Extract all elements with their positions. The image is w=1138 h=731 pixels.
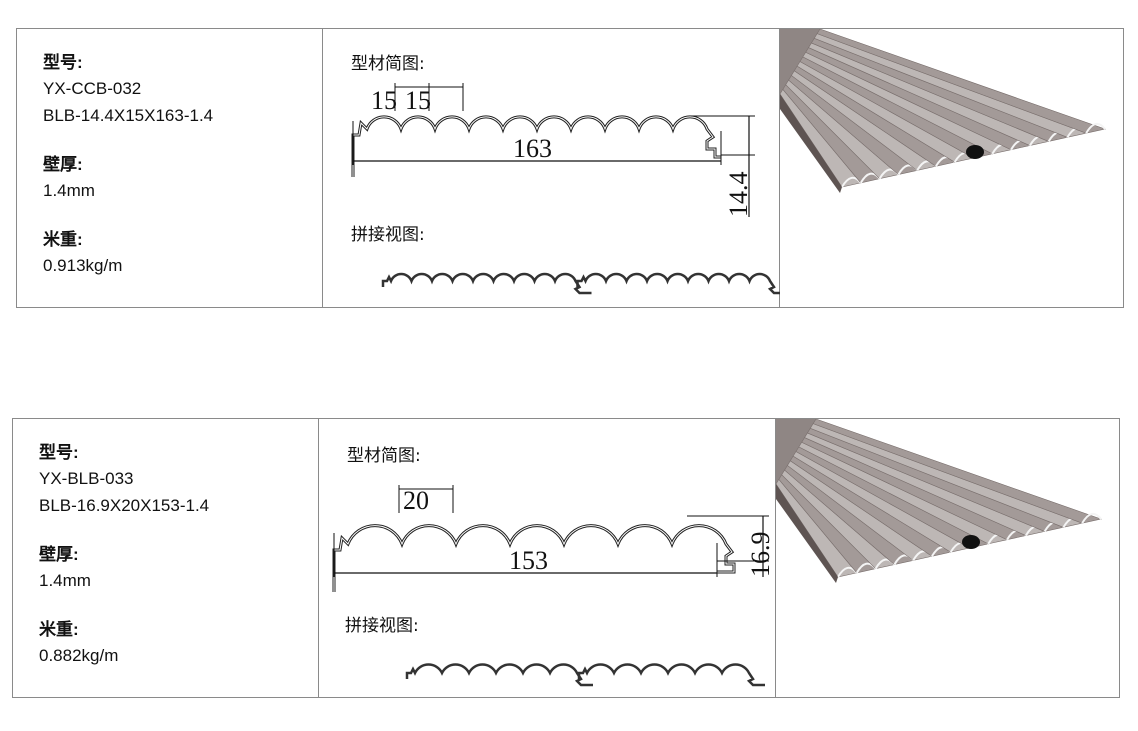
product-table-1: 型号: YX-CCB-032 BLB-14.4X15X163-1.4 壁厚: 1… <box>16 28 1124 308</box>
dim-height: 16.9 <box>746 532 775 578</box>
diagram-cell: 型材简图: 20 153 16.9 拼接视图: <box>319 419 776 697</box>
model-code: YX-BLB-033 <box>39 469 134 488</box>
profile-title: 型材简图: <box>351 54 425 74</box>
weight-label: 米重: <box>43 230 83 249</box>
profile-title: 型材简图: <box>347 446 421 466</box>
assembly-title: 拼接视图: <box>345 616 419 636</box>
diagram-cell: 型材简图: 15 15 163 14.4 拼接视图: <box>323 29 780 307</box>
rib-edge <box>1085 122 1106 134</box>
assembly-panel <box>577 663 765 687</box>
profile-diagram: 型材简图: 15 15 163 14.4 拼接视图: <box>351 54 780 295</box>
assembly-title: 拼接视图: <box>351 225 425 245</box>
rib-edge <box>1081 512 1102 524</box>
spec-cell: 型号: YX-CCB-032 BLB-14.4X15X163-1.4 壁厚: 1… <box>17 29 323 307</box>
assembly-panel <box>405 663 593 687</box>
assembly-panel <box>381 272 592 295</box>
weight-value: 0.882kg/m <box>39 646 119 665</box>
model-spec: BLB-14.4X15X163-1.4 <box>43 106 214 125</box>
assembly-drawing <box>405 663 765 687</box>
model-label: 型号: <box>39 443 79 462</box>
thickness-value: 1.4mm <box>39 571 91 590</box>
product-photo <box>776 419 1103 583</box>
weight-value: 0.913kg/m <box>43 256 123 275</box>
panel-side <box>776 484 838 583</box>
assembly-panel <box>576 272 780 295</box>
dim-pitch-a: 15 <box>371 86 397 115</box>
product-photo <box>780 29 1107 193</box>
thickness-label: 壁厚: <box>43 155 83 174</box>
model-spec: BLB-16.9X20X153-1.4 <box>39 496 210 515</box>
dim-height: 14.4 <box>724 172 753 218</box>
dim-pitch-b: 15 <box>405 86 431 115</box>
panel-side <box>780 94 842 193</box>
model-label: 型号: <box>43 53 83 72</box>
product-table-2: 型号: YX-BLB-033 BLB-16.9X20X153-1.4 壁厚: 1… <box>12 418 1120 698</box>
spec-cell: 型号: YX-BLB-033 BLB-16.9X20X153-1.4 壁厚: 1… <box>13 419 319 697</box>
weight-label: 米重: <box>39 620 79 639</box>
product-photo-cell <box>776 419 1119 697</box>
thickness-value: 1.4mm <box>43 181 95 200</box>
profile-inner <box>333 525 735 592</box>
dim-width: 163 <box>513 134 552 163</box>
product-photo-cell <box>780 29 1123 307</box>
dim-pitch-a: 20 <box>403 486 429 515</box>
model-code: YX-CCB-032 <box>43 79 142 98</box>
joint-shadow <box>966 145 984 159</box>
profile-drawing <box>351 83 755 217</box>
dim-width: 153 <box>509 546 548 575</box>
assembly-drawing <box>381 272 780 295</box>
profile-inner <box>352 116 721 177</box>
profile-diagram: 型材简图: 20 153 16.9 拼接视图: <box>332 446 775 687</box>
thickness-label: 壁厚: <box>39 545 79 564</box>
profile-drawing <box>332 485 769 592</box>
joint-shadow <box>962 535 980 549</box>
